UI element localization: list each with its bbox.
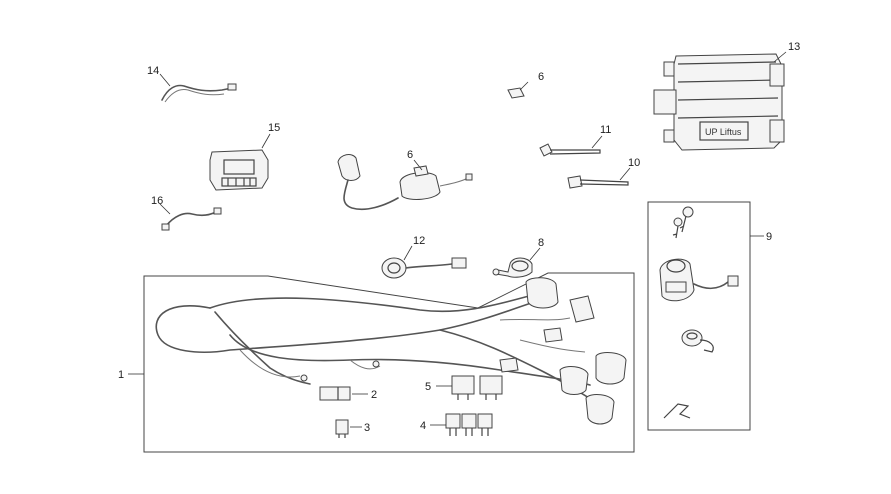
wiring-harness[interactable] <box>155 277 627 425</box>
cable-tie-11[interactable] <box>539 143 601 157</box>
cdi-logo-text: UP Liftus <box>705 127 742 137</box>
callout-6a: 6 <box>538 71 544 83</box>
relay-large[interactable] <box>451 375 503 400</box>
lock-set-frame <box>647 201 751 431</box>
horn-12[interactable] <box>381 257 467 279</box>
callout-15: 15 <box>268 122 280 134</box>
callout-13: 13 <box>788 41 800 53</box>
harness-frame <box>143 272 635 453</box>
horn-8[interactable] <box>492 257 533 278</box>
callout-10: 10 <box>628 157 640 169</box>
fuse[interactable] <box>335 419 349 438</box>
callout-11: 11 <box>600 124 611 136</box>
callout-3: 3 <box>364 422 370 434</box>
callout-16: 16 <box>151 195 163 207</box>
callout-8: 8 <box>538 237 544 249</box>
callout-4: 4 <box>420 420 426 432</box>
small-clip-6[interactable] <box>507 87 525 99</box>
lock-clip[interactable] <box>663 403 691 419</box>
fuse-holder[interactable] <box>319 386 351 401</box>
callout-5: 5 <box>425 381 431 393</box>
wiring-harness-group: 1 2 3 5 <box>118 272 635 453</box>
cable-tie-10[interactable] <box>567 175 629 189</box>
ignition-switch[interactable] <box>659 258 739 302</box>
callout-12: 12 <box>413 235 425 247</box>
cable-16[interactable] <box>161 207 222 231</box>
ignition-coil[interactable] <box>337 154 473 211</box>
callout-14: 14 <box>147 65 159 77</box>
control-unit-15[interactable] <box>209 149 269 191</box>
seat-lock[interactable] <box>681 329 714 353</box>
cdi-unit[interactable]: UP Liftus <box>653 53 785 151</box>
callout-9: 9 <box>766 231 772 243</box>
cable-14[interactable] <box>161 83 237 103</box>
callout-1: 1 <box>118 369 124 381</box>
callout-6b: 6 <box>407 149 413 161</box>
lock-set-group <box>647 201 751 431</box>
relay-small[interactable] <box>445 413 493 436</box>
callout-2: 2 <box>371 389 377 401</box>
ignition-keys[interactable] <box>672 206 694 239</box>
